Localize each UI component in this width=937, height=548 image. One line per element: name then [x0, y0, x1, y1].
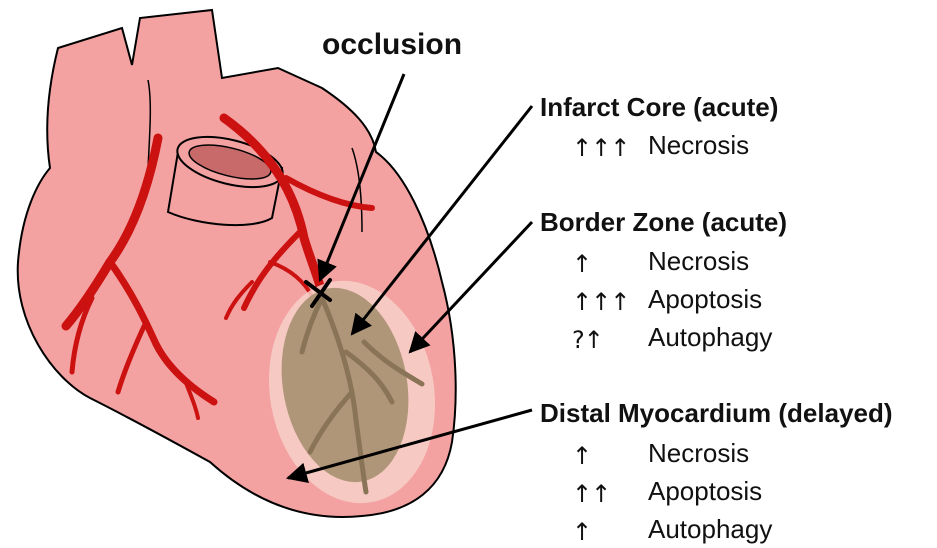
infarct-core-title: Infarct Core (acute) — [540, 92, 778, 123]
occlusion-label: occlusion — [322, 28, 462, 62]
border-zone-title: Border Zone (acute) — [540, 207, 787, 238]
infarct-core-necrosis-level: ↑↑↑ — [572, 134, 629, 162]
border-zone-autophagy-level: ?↑ — [572, 326, 603, 354]
distal-myocardium-necrosis-label: Necrosis — [648, 438, 749, 469]
distal-myocardium-autophagy-label: Autophagy — [648, 514, 772, 545]
border-zone-necrosis-level: ↑ — [572, 250, 591, 278]
distal-myocardium-title: Distal Myocardium (delayed) — [540, 398, 893, 429]
border-zone-necrosis-label: Necrosis — [648, 246, 749, 277]
distal-myocardium-apoptosis-level: ↑↑ — [572, 480, 610, 508]
infarct-core-necrosis-label: Necrosis — [648, 130, 749, 161]
distal-myocardium-necrosis-level: ↑ — [572, 442, 591, 470]
distal-myocardium-apoptosis-label: Apoptosis — [648, 476, 762, 507]
border-zone-apoptosis-level: ↑↑↑ — [572, 288, 629, 316]
border-zone-apoptosis-label: Apoptosis — [648, 284, 762, 315]
border-zone-autophagy-label: Autophagy — [648, 322, 772, 353]
distal-myocardium-autophagy-level: ↑ — [572, 518, 591, 546]
